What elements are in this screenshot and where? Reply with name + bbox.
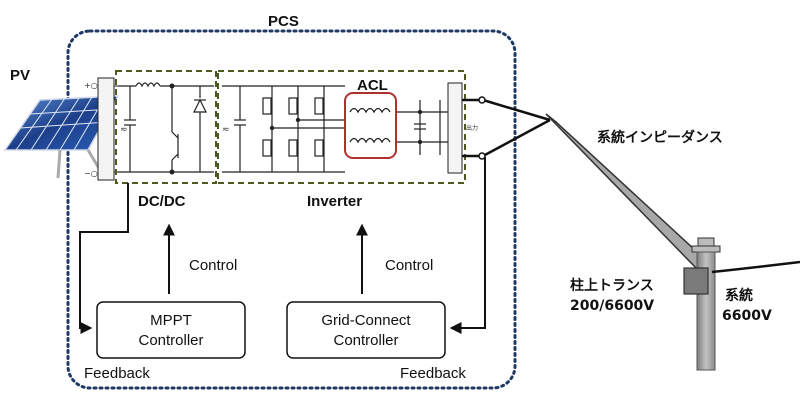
output-mark: 出力: [466, 124, 478, 132]
output-wires: [462, 98, 551, 158]
svg-text:≂: ≂: [120, 125, 128, 135]
mppt-line2: Controller: [138, 332, 203, 349]
inverter-section: ≂ 出力: [217, 70, 478, 184]
feedback-right-line: [449, 157, 486, 334]
grid-label-line2: 6600V: [722, 308, 772, 324]
inverter-label: Inverter: [307, 193, 362, 210]
grid-connect-controller: Grid-Connect Controller: [286, 301, 446, 359]
control-label-right: Control: [385, 257, 433, 274]
control-label-left: Control: [189, 257, 237, 274]
pcs-label: PCS: [268, 13, 299, 30]
dcdc-section: ≂: [115, 70, 217, 184]
feedback-label-right: Feedback: [400, 365, 466, 382]
acl-reactor: [344, 92, 397, 159]
mppt-controller: MPPT Controller: [96, 301, 246, 359]
pole-transformer-line1: 柱上トランス: [570, 277, 654, 294]
pcs-boundary: [66, 29, 517, 390]
feedback-label-left: Feedback: [84, 365, 150, 382]
grid-impedance-label: 系統インピーダンス: [597, 129, 723, 146]
grid-label-line1: 系統: [725, 287, 753, 304]
svg-text:−○: −○: [84, 169, 98, 178]
pv-terminal-box: +○ −○: [84, 77, 118, 181]
utility-pole-icon: [683, 237, 721, 371]
pv-label: PV: [10, 67, 30, 84]
pole-transformer-line2: 200/6600V: [570, 298, 654, 314]
feedback-left-line: [79, 183, 129, 334]
mppt-line1: MPPT: [150, 312, 192, 329]
svg-text:≂: ≂: [222, 125, 230, 135]
acl-label: ACL: [357, 77, 388, 94]
dcdc-label: DC/DC: [138, 193, 186, 210]
grid-line2: Controller: [333, 332, 398, 349]
grid-line1: Grid-Connect: [321, 312, 411, 329]
svg-text:+○: +○: [84, 81, 98, 90]
grid-line-wire: [711, 260, 800, 274]
